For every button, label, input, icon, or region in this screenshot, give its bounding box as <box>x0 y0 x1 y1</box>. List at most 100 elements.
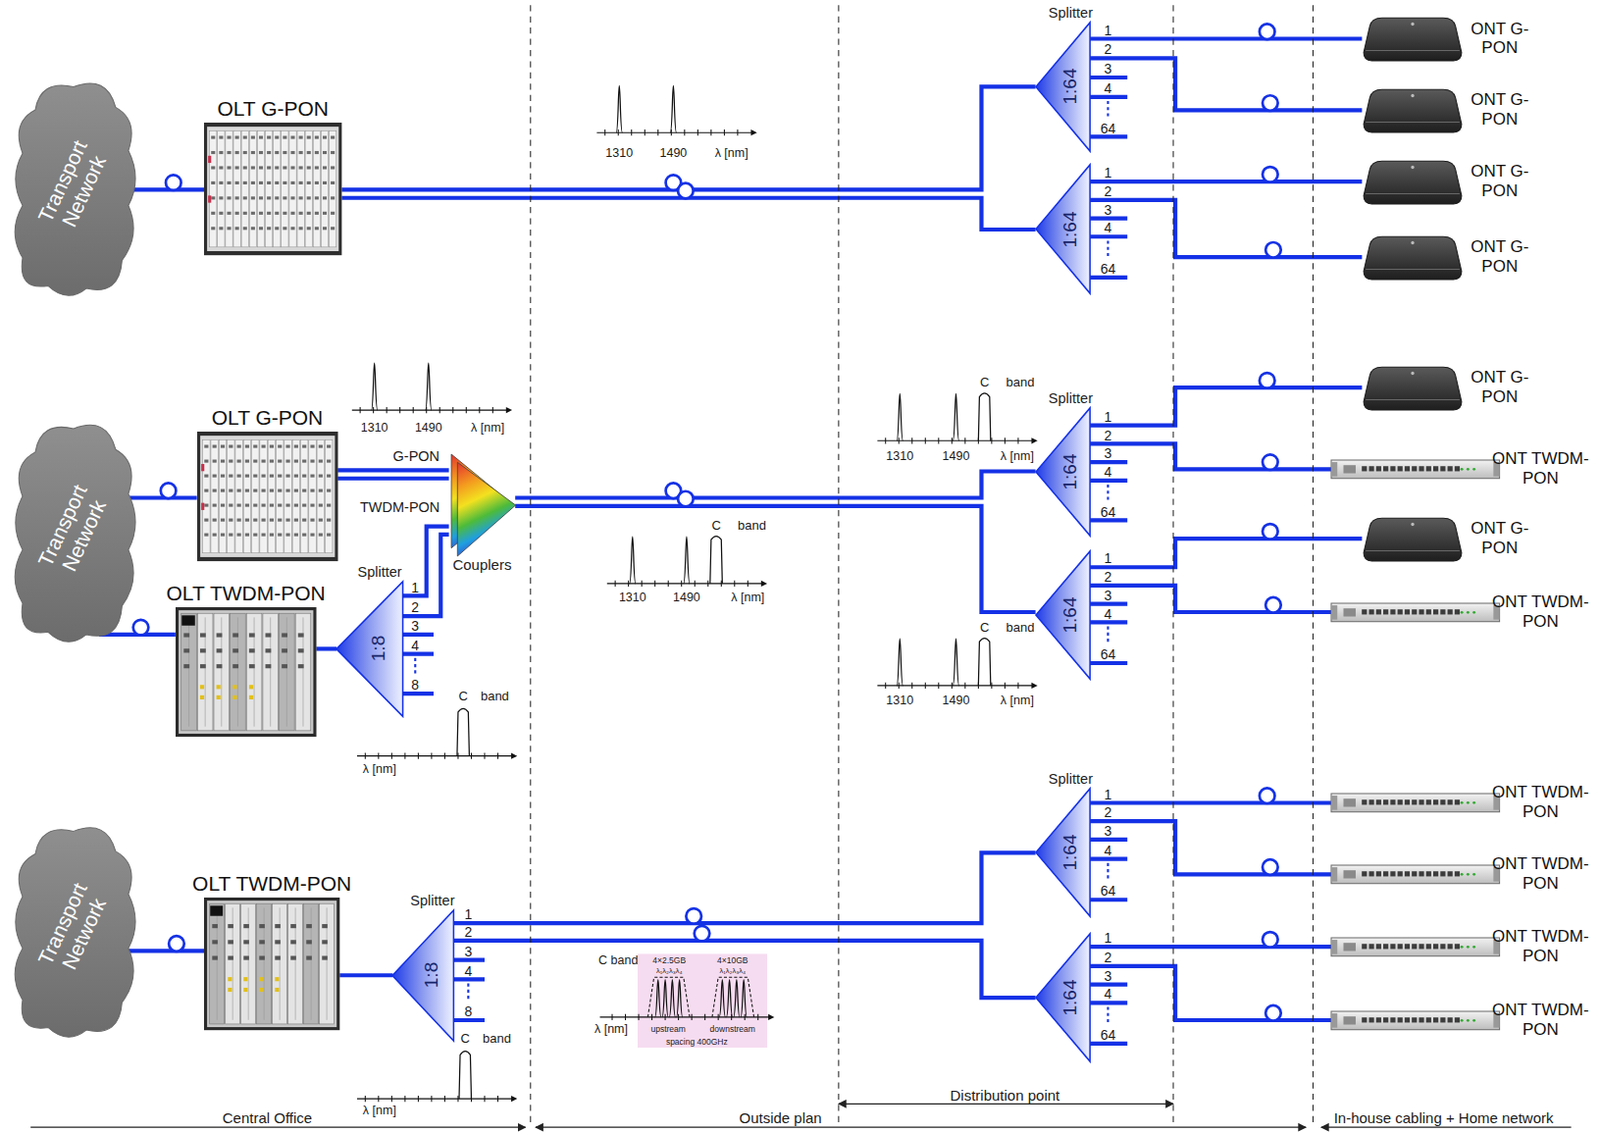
label-text: 1490 <box>659 147 687 160</box>
label-text: C <box>980 619 989 633</box>
edge-label: TWDM-PON <box>360 500 440 516</box>
split-ratio: 1:64 <box>1059 979 1079 1016</box>
label-text: 4×2.5GB <box>652 955 686 965</box>
shape <box>1361 230 1464 284</box>
fiber-link <box>1089 387 1363 425</box>
label-text: 4 <box>464 964 472 979</box>
olt-device: OLT G-PON <box>204 97 342 256</box>
split-ratio: 1:64 <box>1059 454 1079 491</box>
label-text: C <box>461 1031 470 1044</box>
split-ratio: 1:8 <box>421 962 441 988</box>
label-text: 2 <box>1104 950 1113 965</box>
shape <box>449 454 517 557</box>
shape <box>197 431 339 562</box>
label-text: 1310 <box>885 450 914 464</box>
splitter: Splitter1:64 <box>1035 788 1090 917</box>
label-text: λ₁λ₂λ₃λ₄ <box>719 967 746 976</box>
label-text: spacing 400GHz <box>666 1037 728 1047</box>
label-text: 1490 <box>942 450 971 464</box>
ont-label: ONT TWDM-PON <box>1489 450 1592 489</box>
label-text: 1490 <box>672 591 701 605</box>
label-text: 2 <box>1104 42 1113 56</box>
label-text: 3 <box>411 619 419 633</box>
ont-label: ONT TWDM-PON <box>1489 855 1592 894</box>
ont-device: ONT TWDM-PON <box>1331 780 1597 826</box>
shape <box>1361 361 1464 414</box>
split-ratio: 1:64 <box>1059 68 1079 105</box>
fiber-link <box>341 86 1035 190</box>
splitter-port <box>403 77 1128 1044</box>
split-ratio: 1:64 <box>1059 596 1079 633</box>
ont-label: ONT TWDM-PON <box>1489 783 1592 823</box>
label-text: 4×10GB <box>717 955 748 965</box>
split-ratio: 1:8 <box>368 635 388 662</box>
label-text: band <box>737 517 767 531</box>
splitter-title: Splitter <box>358 565 403 581</box>
label-text: λ [nm] <box>594 1023 628 1036</box>
ont-device: ONT G-PON <box>1361 83 1541 137</box>
shape <box>175 607 317 737</box>
fiber-link <box>1089 179 1363 184</box>
label-text: 64 <box>1100 505 1117 519</box>
fiber-link <box>515 506 1035 613</box>
network-cloud: Transport Network <box>9 816 138 1043</box>
fiber-link <box>339 973 393 978</box>
label-text: band <box>482 1031 512 1044</box>
fiber-link <box>1089 800 1332 805</box>
ont-device: ONT TWDM-PON <box>1331 924 1597 970</box>
splitter: 1:64 <box>1035 933 1090 1062</box>
fiber-link <box>1089 821 1332 875</box>
label-text: 3 <box>1104 824 1113 838</box>
ont-label: ONT TWDM-PON <box>1489 928 1592 967</box>
fiber-link <box>337 476 449 481</box>
splitter-title: Splitter <box>1048 5 1093 22</box>
label-text: 1310 <box>619 591 647 605</box>
spectrum-plot <box>352 85 1038 1102</box>
label-text: Outside plan <box>738 1109 822 1125</box>
label-text: band <box>1006 374 1035 388</box>
label-text: C <box>980 374 989 388</box>
ont-label: ONT TWDM-PON <box>1489 1000 1592 1039</box>
splitter: Splitter1:8 <box>392 910 454 1041</box>
fiber-link <box>1089 57 1363 110</box>
splitter: Splitter1:8 <box>336 581 404 717</box>
label-text: 2 <box>1104 569 1113 584</box>
splitter: 1:64 <box>1035 551 1090 679</box>
ont-label: ONT G-PON <box>1463 162 1537 202</box>
coupler: Couplers <box>449 454 517 557</box>
shape <box>1361 11 1464 65</box>
label-text: 2 <box>1104 805 1113 820</box>
device-title: OLT TWDM-PON <box>166 581 326 605</box>
label-text: 1 <box>1104 787 1113 802</box>
label-text: 64 <box>1100 883 1117 898</box>
fiber-link <box>1089 538 1363 568</box>
label-text: 4 <box>1104 607 1113 621</box>
label-text: Central Office <box>222 1109 312 1125</box>
label-text: 1 <box>411 580 419 595</box>
label-text: 3 <box>1104 969 1113 983</box>
shape <box>1361 512 1464 566</box>
splitter-title: Splitter <box>1048 391 1093 408</box>
ont-label: ONT G-PON <box>1463 238 1537 277</box>
shape <box>204 897 340 1031</box>
label-text: λ [nm] <box>730 591 765 605</box>
label-text: 1310 <box>361 421 389 435</box>
shape <box>1331 937 1500 957</box>
zone-divider <box>530 4 1314 1123</box>
label-text: λ [nm] <box>470 421 505 435</box>
ont-device: ONT G-PON <box>1361 11 1541 65</box>
ont-device: ONT G-PON <box>1361 512 1541 566</box>
label-text: 64 <box>1100 647 1117 662</box>
label-text: 4 <box>1104 986 1113 1001</box>
label-text: λ [nm] <box>715 147 749 160</box>
zone-arrow <box>30 1103 1571 1128</box>
label-text: upstream <box>650 1025 685 1034</box>
label-text: 1490 <box>414 421 443 435</box>
ont-device: ONT G-PON <box>1361 361 1541 414</box>
label-text: 64 <box>1100 261 1117 276</box>
label-text: λ [nm] <box>1000 450 1034 464</box>
label-text: In-house cabling + Home network <box>1334 1109 1554 1125</box>
ont-label: ONT G-PON <box>1463 368 1537 408</box>
shape <box>1361 83 1464 137</box>
label-text: band <box>480 689 510 703</box>
